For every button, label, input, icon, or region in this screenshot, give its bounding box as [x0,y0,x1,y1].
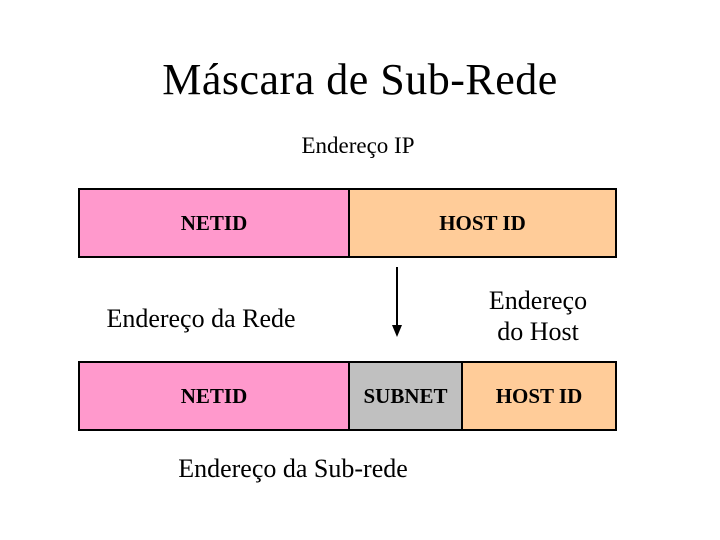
subnet-bar-subnet-label: SUBNET [363,383,448,408]
host-address-caption-line2: do Host [497,317,579,346]
ip-address-heading: Endereço IP [301,133,415,158]
subnet-bar-netid-label: NETID [180,383,248,408]
network-address-caption: Endereço da Rede [106,304,296,333]
ip-address-bar: NETID HOST ID [78,188,617,258]
subnet-address-caption: Endereço da Sub-rede [178,454,408,483]
subnet-bar-netid-segment: NETID [80,363,348,429]
ip-bar-netid-label: NETID [180,210,248,235]
down-arrow-icon [392,267,402,337]
ip-bar-netid-segment: NETID [80,190,348,256]
subnet-bar-hostid-segment: HOST ID [461,363,615,429]
host-address-caption-line1: Endereço [488,286,588,315]
subnet-address-bar: NETID SUBNET HOST ID [78,361,617,431]
subnet-bar-subnet-segment: SUBNET [348,363,461,429]
host-address-caption: Endereço do Host [458,285,618,347]
slide-title: Máscara de Sub-Rede [162,55,558,104]
ip-bar-hostid-label: HOST ID [439,210,526,235]
ip-bar-hostid-segment: HOST ID [348,190,615,256]
subnet-bar-hostid-label: HOST ID [495,383,583,408]
